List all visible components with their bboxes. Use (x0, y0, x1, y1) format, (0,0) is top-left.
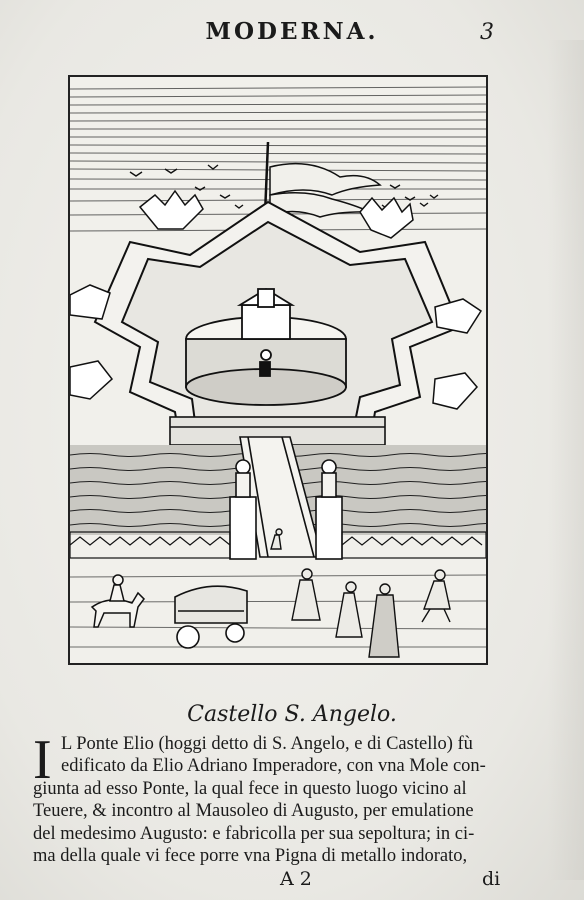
show-through-shadow (548, 40, 584, 880)
body-paragraph: L Ponte Elio (hoggi detto di S. Angelo, … (33, 733, 553, 867)
running-head: MODERNA. (205, 18, 379, 45)
ground (70, 574, 486, 648)
horse-rider (90, 574, 145, 628)
page-number: 3 (480, 20, 494, 45)
text-line: L Ponte Elio (hoggi detto di S. Angelo, … (61, 734, 473, 754)
text-line: giunta ad esso Ponte, la qual fece in qu… (33, 778, 467, 799)
signature-mark: A 2 (280, 868, 312, 890)
ponte-sant-angelo (229, 436, 343, 560)
drop-capital: I (33, 729, 52, 791)
text-line: del medesimo Augusto: e fabricolla per s… (33, 823, 475, 844)
bastion-crowns (70, 189, 483, 410)
plate-caption: Castello S. Angelo. (187, 702, 397, 727)
text-line: Teuere, & incontro al Mausoleo di August… (33, 801, 474, 822)
catchword: di (482, 868, 501, 890)
text-line: ma della quale vi fece porre vna Pigna d… (33, 845, 468, 866)
engraving-castel-sant-angelo (68, 75, 488, 665)
pedestrians (270, 528, 451, 658)
castle-keep (185, 287, 347, 406)
carriage (174, 585, 248, 649)
text-line: edificato da Elio Adriano Imperadore, co… (61, 756, 486, 777)
balustrade (70, 531, 486, 559)
engraving-illustration (70, 86, 486, 658)
